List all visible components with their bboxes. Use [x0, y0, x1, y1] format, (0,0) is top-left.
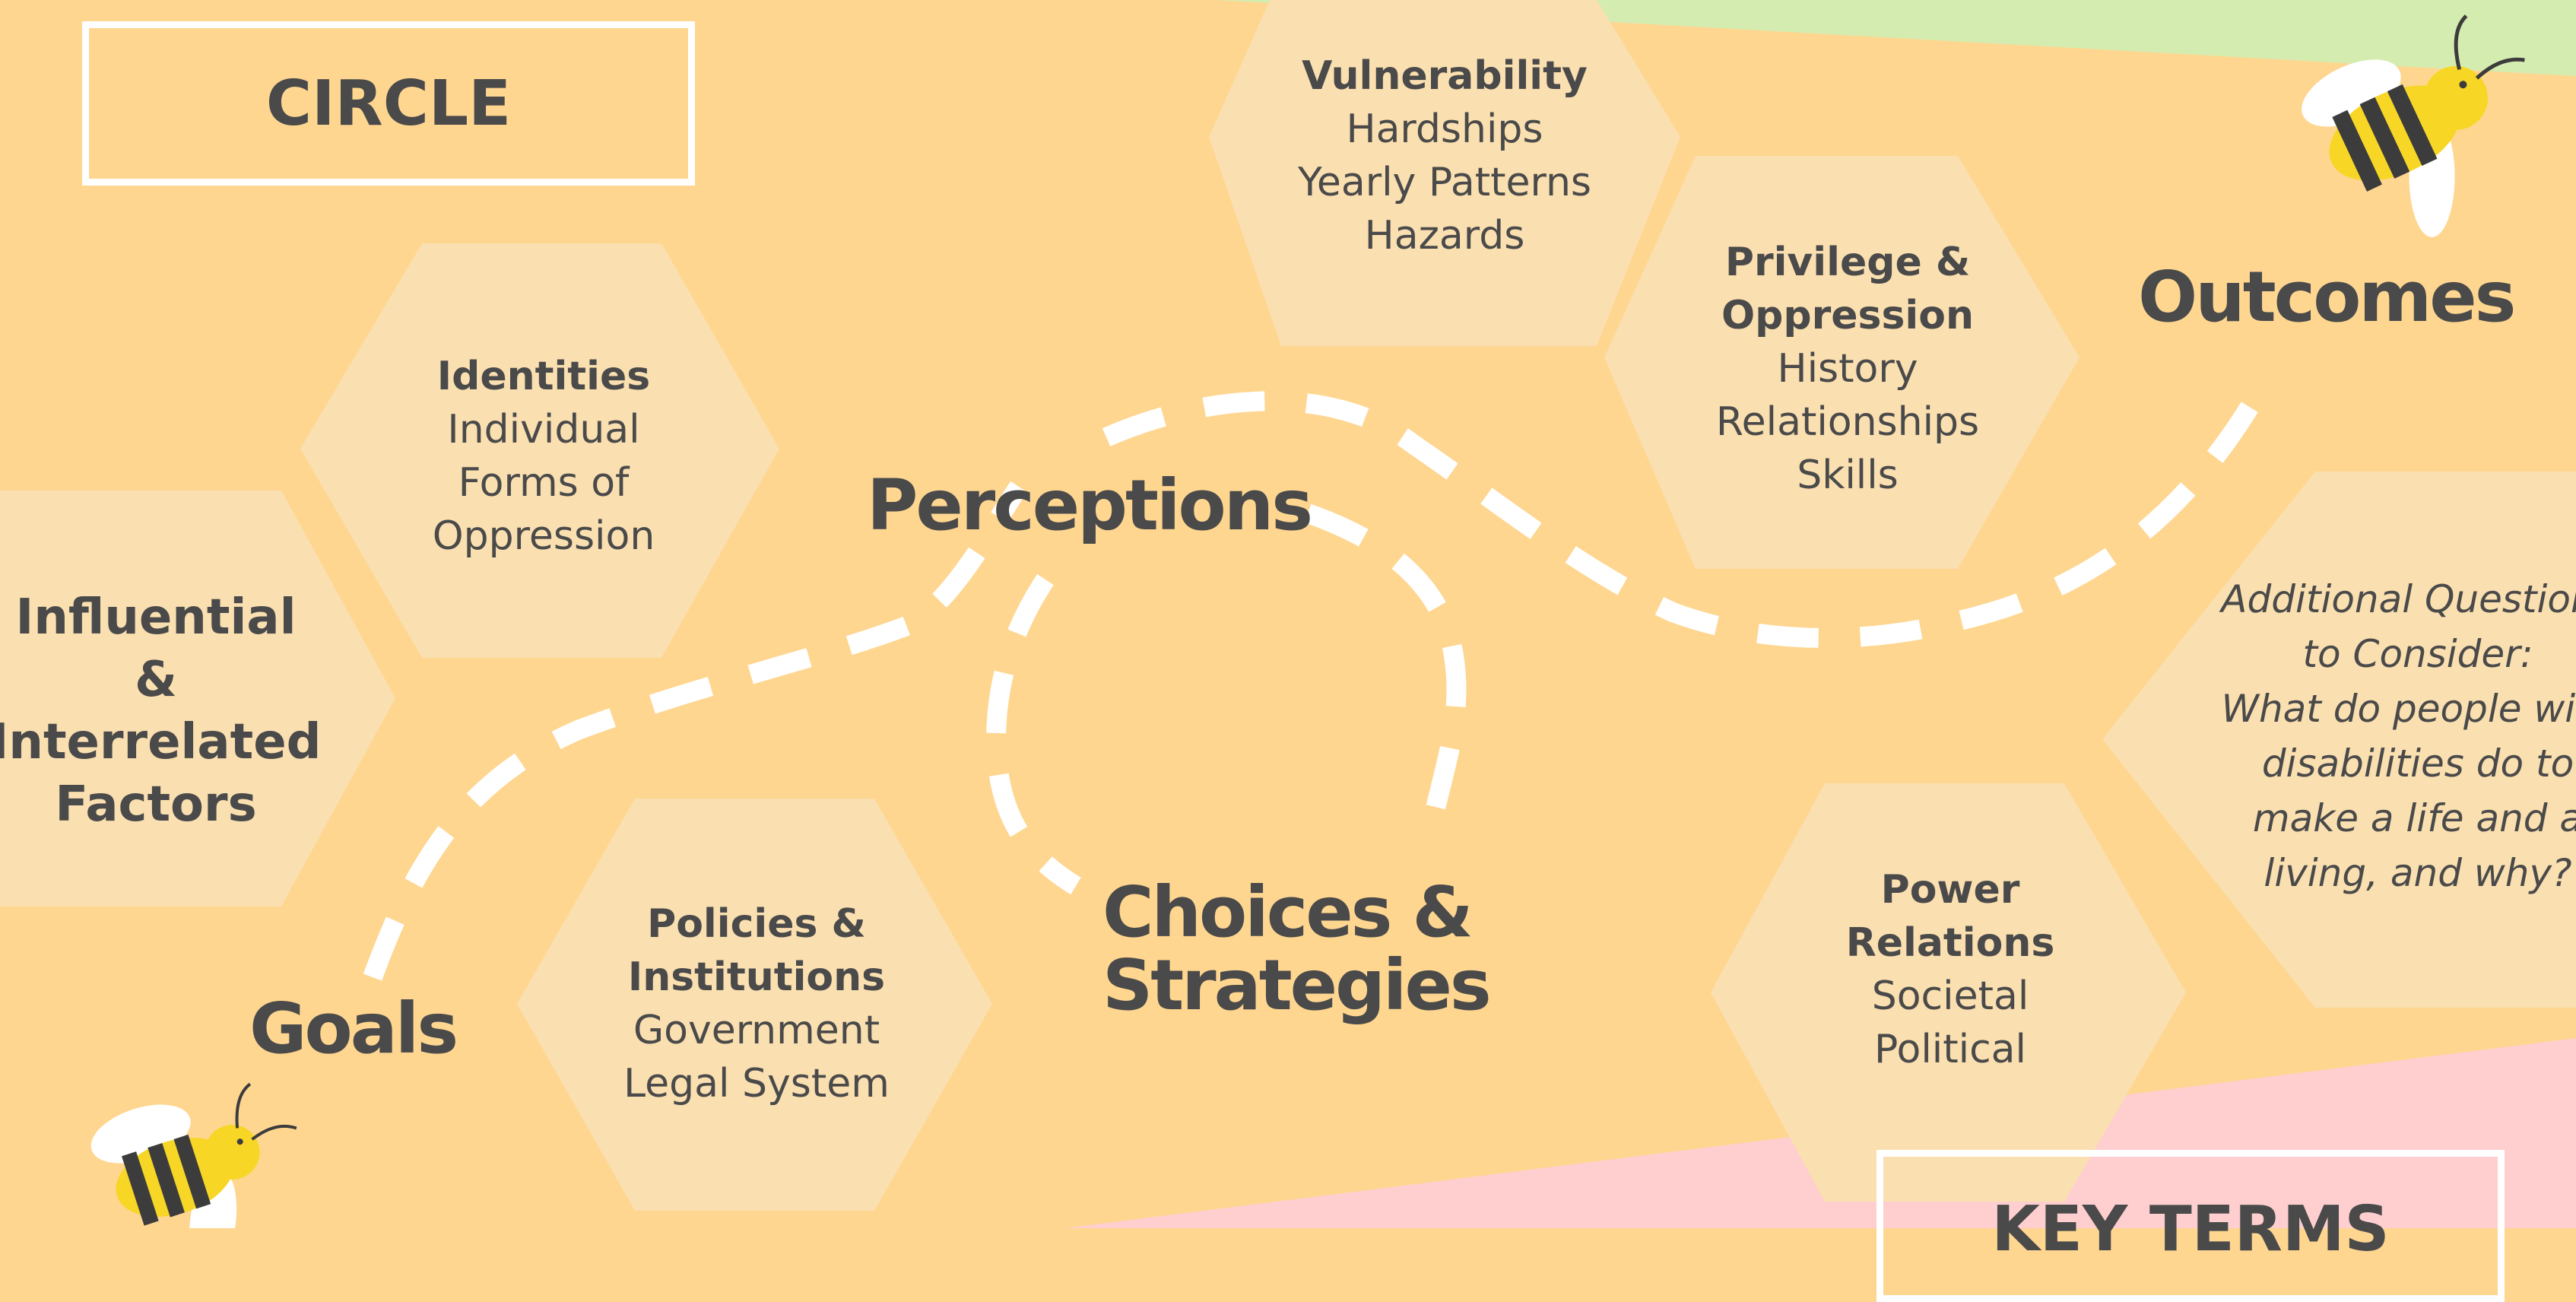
question-line: make a life and a: [2252, 796, 2576, 840]
stage-outcomes: Outcomes: [2138, 256, 2516, 338]
influential-line: Influential &: [15, 589, 297, 708]
hexagon-line: Forms of: [458, 460, 630, 506]
influential-factors-text: Influential & Interrelated Factors: [0, 589, 321, 833]
hexagon-vulnerability-text: Vulnerability Hardships Yearly Patterns …: [1232, 46, 1658, 266]
hexagon-policies: [517, 799, 992, 1211]
hexagon-heading: Vulnerability: [1302, 53, 1588, 99]
hexagon-power-text: Power Relations Societal Political: [1760, 859, 2140, 1080]
bee-icon: [90, 1082, 297, 1228]
diagram-canvas: [0, 0, 2576, 1228]
circle-title-box: CIRCLE: [82, 21, 695, 186]
dashed-path: [363, 367, 2279, 981]
question-line: disabilities do to: [2261, 742, 2574, 786]
stage-choices-line: Strategies: [1102, 945, 1492, 1026]
hexagon-privilege-text: Privilege & Oppression History Relations…: [1654, 236, 2041, 502]
circle-title: CIRCLE: [265, 67, 512, 140]
hexagon-line: Societal: [1871, 973, 2029, 1019]
stage-choices-line: Choices &: [1102, 872, 1474, 953]
hexagon-line: History: [1777, 346, 1918, 392]
influential-line: Interrelated: [0, 714, 322, 770]
hexagon-identities: [300, 243, 779, 658]
hexagon-line: Political: [1874, 1027, 2026, 1072]
bee-icon: [2302, 14, 2525, 237]
hexagon-vulnerability: [1209, 0, 1680, 346]
hexagon-privilege: [1604, 156, 2080, 569]
hexagon-question: [2102, 472, 2576, 1008]
stage-choices: Choices & Strategies: [1102, 872, 1492, 1026]
question-line: Additional Questions: [2221, 577, 2576, 621]
hexagon-line: Relationships: [1715, 399, 1980, 445]
hexagon-line: Government: [633, 1008, 880, 1053]
stage-perceptions: Perceptions: [867, 465, 1313, 546]
key-terms-box: KEY TERMS: [1876, 1150, 2505, 1302]
hexagon-line: Yearly Patterns: [1297, 160, 1591, 205]
hexagon-policies-text: Policies & Institutions Government Legal…: [566, 894, 947, 1114]
question-line: to Consider:: [2302, 632, 2533, 676]
hexagon-heading: Privilege & Oppression: [1721, 240, 1975, 338]
hexagon-line: Hazards: [1364, 213, 1525, 259]
question-line: living, and why?: [2264, 851, 2572, 895]
question-line: What do people with: [2221, 687, 2576, 731]
key-terms-title: KEY TERMS: [1991, 1193, 2390, 1265]
hexagon-power: [1711, 783, 2186, 1202]
hexagon-heading: Policies & Institutions: [627, 901, 886, 1000]
hexagon-heading: Identities: [436, 354, 651, 399]
hexagon-identities-text: Identities Individual Forms of Oppressio…: [357, 346, 730, 567]
hexagon-influential: [0, 491, 395, 907]
influential-line: Factors: [55, 776, 257, 833]
hexagon-line: Skills: [1797, 453, 1899, 498]
hexagon-line: Legal System: [623, 1061, 890, 1107]
additional-questions: Additional Questions to Consider: What d…: [2205, 572, 2576, 900]
hexagon-line: Hardships: [1346, 106, 1543, 152]
stage-goals: Goals: [249, 988, 458, 1069]
hexagon-line: Individual: [447, 407, 640, 453]
hexagon-heading: Power Relations: [1845, 867, 2055, 966]
hexagon-line: Oppression: [432, 513, 655, 559]
